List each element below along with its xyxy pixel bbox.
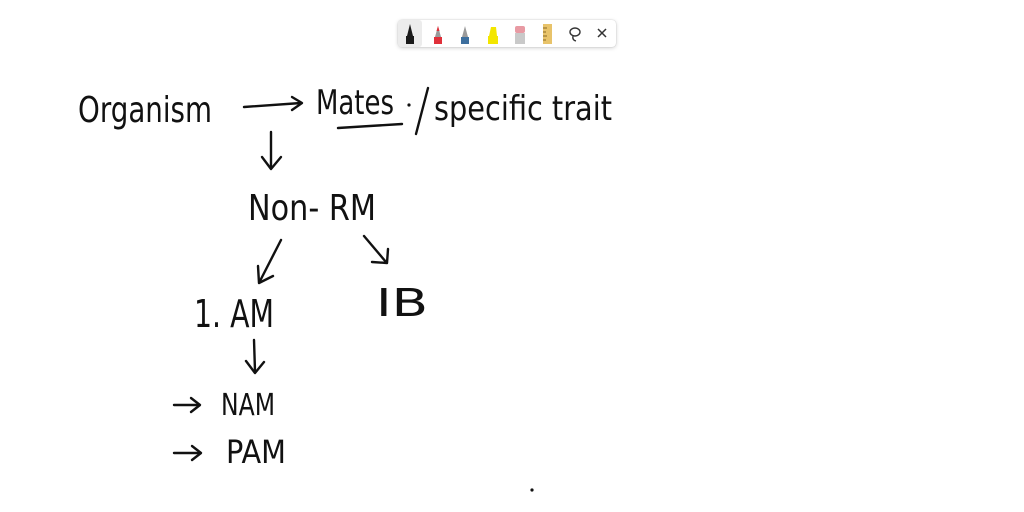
arrow-non-rm-to-am <box>256 238 283 285</box>
dot-mark <box>407 103 411 107</box>
arrow-organism-to-non-rm <box>260 130 283 171</box>
eraser-icon <box>515 26 525 44</box>
node-mates: Mates <box>316 83 394 123</box>
close-toolbar-button[interactable] <box>590 20 614 47</box>
node-organism: Organism <box>78 90 212 131</box>
arrow-to-pam <box>172 444 203 462</box>
ruler-tool[interactable] <box>535 20 559 47</box>
red-pen-tool[interactable] <box>426 20 450 47</box>
arrow-organism-to-mates <box>242 95 304 112</box>
node-non-rm: Non- RM <box>248 188 376 229</box>
blue-pen-tool[interactable] <box>453 20 477 47</box>
black-pen-icon <box>406 24 414 44</box>
eraser-tool[interactable] <box>508 20 532 47</box>
black-pen-tool[interactable] <box>398 20 422 47</box>
blue-pen-icon <box>461 26 469 44</box>
arrow-non-rm-to-ib <box>362 234 390 265</box>
node-ib: IB <box>376 281 428 325</box>
node-pam: PAM <box>226 433 286 471</box>
close-icon <box>597 28 607 38</box>
red-pen-icon <box>434 26 442 44</box>
ruler-icon <box>543 24 552 44</box>
mates-underline <box>336 122 404 130</box>
lasso-tool[interactable] <box>563 20 587 47</box>
node-am: 1. AM <box>194 292 274 336</box>
arrow-to-nam <box>172 396 202 414</box>
slash-separator <box>414 86 430 136</box>
stray-dot <box>530 488 534 492</box>
arrow-am-to-subtypes <box>244 338 266 375</box>
highlighter-icon <box>488 27 498 44</box>
annotation-toolbar <box>398 20 616 47</box>
lasso-icon <box>569 27 581 42</box>
node-nam: NAM <box>221 388 275 423</box>
node-specific-trait: specific trait <box>434 89 612 129</box>
highlighter-tool[interactable] <box>481 20 505 47</box>
